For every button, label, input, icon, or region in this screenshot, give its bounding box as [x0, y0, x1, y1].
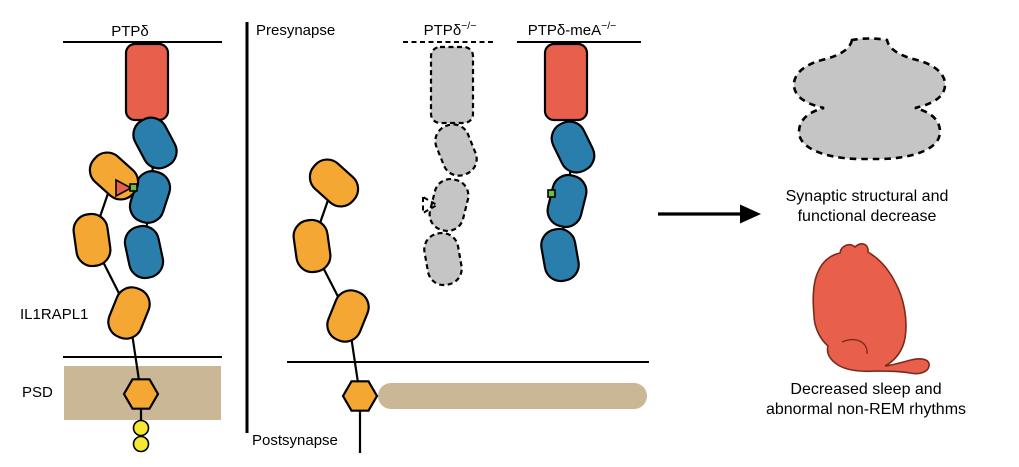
ptpd-ig-domain [550, 120, 596, 174]
ptpd-label: PTPδ [111, 23, 149, 40]
ptpd-mea-ko-label-base: PTPδ-meA [528, 22, 601, 39]
ptpd-ko-receptor-ghost [429, 45, 475, 125]
mea-insert-triangle [115, 178, 133, 198]
postsynapse-label: Postsynapse [252, 432, 338, 449]
ptpd-ig-domain [123, 224, 165, 280]
ptpd-ko-label-superscript: −/− [461, 20, 476, 32]
mini-exon-mark [129, 183, 138, 192]
mouse-body-shape [812, 243, 930, 375]
mouse-caption-line1: Decreased sleep and [790, 381, 941, 398]
il1rapl1-tir-hexagon [122, 378, 160, 410]
ptpd-ko-domain-ghost [423, 231, 463, 287]
synapse-caption-line2: functional decrease [798, 208, 937, 225]
ptpd-ko-label: PTPδ−/− [424, 20, 477, 39]
mouse-hindleg-line [841, 338, 868, 355]
phospho-circle [132, 435, 150, 453]
ptpd-ko-domain-ghost [434, 123, 478, 177]
psd-label: PSD [22, 384, 53, 401]
ptpd-ig-domain [546, 173, 588, 229]
ptpd-mea-ko-label: PTPδ-meA−/− [528, 20, 617, 39]
phospho-circle [132, 419, 150, 437]
il1rapl1-ig-domain [308, 158, 360, 208]
il1rapl1-ig-domain [72, 212, 112, 268]
il1rapl1-label: IL1RAPL1 [20, 306, 88, 323]
ptpd-ig-domain [132, 116, 178, 170]
synapse-caption-line1: Synaptic structural and [786, 188, 949, 205]
il1rapl1-ig-domain [326, 289, 370, 343]
mouse-caption-line2: abnormal non-REM rhythms [766, 401, 966, 418]
mini-exon-mark [547, 189, 556, 198]
ptpd-ig-domain [540, 227, 580, 283]
outcome-panel: Synaptic structural and functional decre… [658, 37, 966, 418]
result-arrow-head-icon [740, 204, 761, 224]
knockout-panel: Presynapse Postsynapse PTPδ−/− PTPδ-meA−… [245, 20, 649, 453]
wildtype-panel: PTPδ IL1RAPL1 PSD [20, 23, 222, 453]
il1rapl1-ig-domain [292, 218, 332, 274]
ptpd-ko-label-base: PTPδ [424, 22, 462, 39]
il1rapl1-ig-domain [107, 286, 151, 340]
ptpd-mea-ko-label-superscript: −/− [601, 20, 616, 32]
shrunken-synapse-shape [792, 37, 947, 161]
ptpd-mea-receptor-shape [543, 42, 589, 122]
ptpd-ko-domain-ghost [428, 177, 470, 233]
mouse-silhouette [812, 243, 930, 375]
il1rapl1-tir-hexagon [341, 380, 379, 412]
psd-pill [378, 383, 647, 409]
presynapse-label: Presynapse [256, 22, 335, 39]
ptpd-receptor-shape [124, 42, 170, 122]
